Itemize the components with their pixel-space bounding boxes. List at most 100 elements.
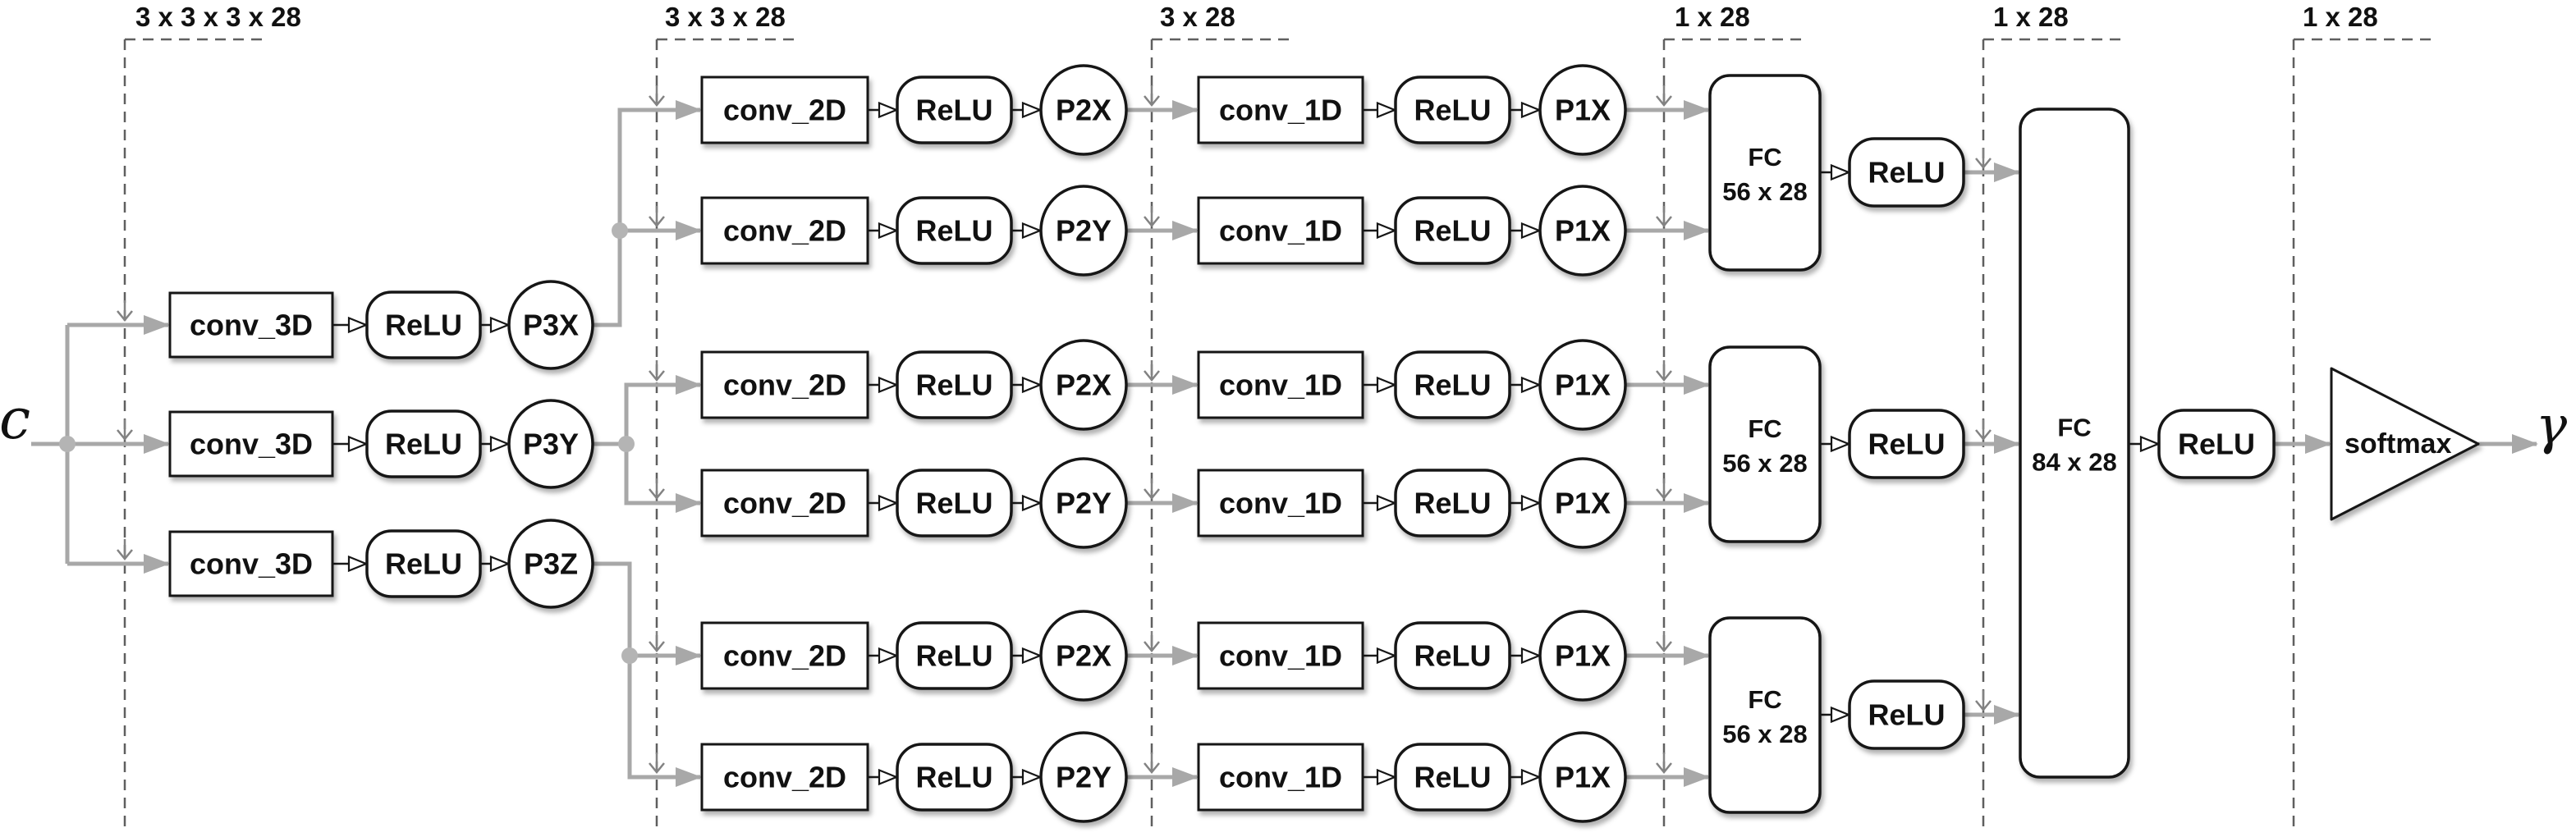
conv-1d-box-1-shape: [1197, 75, 1364, 144]
relu-2d-6-shape: [896, 743, 1013, 812]
softmax-node-shape: [2330, 367, 2480, 521]
relu-3d-1-shape: [365, 290, 482, 359]
fc-56x28-1-shape: [1708, 74, 1822, 272]
conv-1d-box-4-shape: [1197, 469, 1364, 537]
relu-2d-5-label: ReLU: [915, 639, 992, 673]
guide-arrow-icon: [1975, 690, 1992, 711]
pool-p2y-4-label: P2Y: [1056, 487, 1112, 520]
connectors-layer: [31, 100, 2538, 787]
relu-1d-3-label: ReLU: [1414, 368, 1491, 402]
pool-p3x: P3X: [507, 280, 594, 370]
pool-p1x-3-label: P1X: [1555, 368, 1611, 402]
junction-dot: [612, 222, 628, 239]
junction-dot: [618, 436, 635, 452]
relu-3d-3-shape: [365, 529, 482, 598]
relu-2d-1-shape: [896, 75, 1013, 144]
guide-arrow-icon: [1144, 631, 1160, 652]
relu-2d-2-label: ReLU: [915, 214, 992, 248]
relu-2d-5: ReLU: [896, 621, 1013, 690]
pool-p1x-2-label: P1X: [1555, 214, 1611, 248]
relu-2d-2-shape: [896, 196, 1013, 265]
pool-p3z-shape: [507, 519, 594, 609]
relu-2d-1-label: ReLU: [915, 94, 992, 127]
relu-3d-1-label: ReLU: [385, 309, 462, 342]
relu-1d-1: ReLU: [1394, 75, 1511, 144]
fc-56x28-2-shape: [1708, 345, 1822, 543]
pool-p2y-2: P2Y: [1039, 185, 1128, 277]
connector-line: [624, 444, 702, 513]
pool-p2x-3: P2X: [1039, 339, 1128, 431]
softmax-node: softmax: [2330, 367, 2480, 521]
relu-1d-2-label: ReLU: [1414, 214, 1491, 248]
relu-1d-1-shape: [1394, 75, 1511, 144]
pool-p2x-5: P2X: [1039, 610, 1128, 702]
conv-1d-box-1-label: conv_1D: [1219, 94, 1342, 127]
relu-2d-5-shape: [896, 621, 1013, 690]
fc-56x28-3-label: 56 x 28: [1722, 720, 1807, 748]
relu-3d-2: ReLU: [365, 409, 482, 478]
connector-line: [593, 100, 702, 327]
column-dimension-label: 1 x 28: [1675, 2, 1750, 32]
conv-3d-box-1-label: conv_3D: [190, 309, 313, 342]
pool-p2x-3-label: P2X: [1056, 368, 1112, 402]
fc-56x28-1-label: FC: [1748, 143, 1781, 172]
pool-p2y-2-label: P2Y: [1056, 214, 1112, 248]
conv-2d-box-2-shape: [700, 196, 869, 265]
relu-2d-4: ReLU: [896, 469, 1013, 537]
fc-56x28-3-label: FC: [1748, 685, 1781, 714]
guide-arrow-icon: [117, 539, 133, 560]
column-guide-6: 1 x 28: [2292, 2, 2436, 832]
pool-p1x-4-shape: [1538, 457, 1627, 549]
pool-p1x-1-shape: [1538, 64, 1627, 156]
pool-p1x-1-label: P1X: [1555, 94, 1611, 127]
pool-p2x-5-label: P2X: [1056, 639, 1112, 673]
pool-p2x-1-shape: [1039, 64, 1128, 156]
relu-2d-6: ReLU: [896, 743, 1013, 812]
pool-p1x-5-shape: [1538, 610, 1627, 702]
relu-1d-4-label: ReLU: [1414, 487, 1491, 520]
relu-2d-3-label: ReLU: [915, 368, 992, 402]
conv-2d-box-5-label: conv_2D: [723, 639, 846, 673]
pool-p3y: P3Y: [507, 399, 594, 489]
relu-fc56-2: ReLU: [1848, 409, 1965, 479]
pool-p2y-2-shape: [1039, 185, 1128, 277]
relu-fc84: ReLU: [2157, 409, 2276, 479]
conv-2d-box-5-shape: [700, 621, 869, 690]
conv-3d-box-1-shape: [168, 291, 334, 359]
relu-1d-3-shape: [1394, 350, 1511, 419]
pool-p3y-shape: [507, 399, 594, 489]
conv-2d-box-3: conv_2D: [700, 350, 869, 419]
input-symbol-label: c: [0, 387, 30, 452]
fc-56x28-3-shape: [1708, 616, 1822, 814]
conv-3d-box-3-shape: [168, 530, 334, 597]
pool-p2x-1: P2X: [1039, 64, 1128, 156]
conv-1d-box-5: conv_1D: [1197, 621, 1364, 690]
relu-1d-5-label: ReLU: [1414, 639, 1491, 673]
relu-fc56-1-shape: [1848, 137, 1965, 208]
conv-2d-box-6: conv_2D: [700, 743, 869, 812]
pool-p2y-6: P2Y: [1039, 731, 1128, 823]
column-dimension-label: 3 x 3 x 28: [665, 2, 786, 32]
pool-p1x-1: P1X: [1538, 64, 1627, 156]
pool-p1x-4-label: P1X: [1555, 487, 1611, 520]
relu-2d-1: ReLU: [896, 75, 1013, 144]
guide-arrow-icon: [117, 419, 133, 441]
conv-2d-box-2-label: conv_2D: [723, 214, 846, 248]
relu-2d-3: ReLU: [896, 350, 1013, 419]
conv-3d-box-2-shape: [168, 410, 334, 478]
conv-1d-box-2: conv_1D: [1197, 196, 1364, 265]
relu-fc56-3-shape: [1848, 679, 1965, 750]
relu-fc56-2-shape: [1848, 409, 1965, 479]
junction-dot: [621, 647, 638, 664]
pool-p2y-6-label: P2Y: [1056, 761, 1112, 794]
pool-p2y-4-shape: [1039, 457, 1128, 549]
conv-2d-box-1-shape: [700, 75, 869, 144]
connector-line: [593, 561, 702, 787]
relu-3d-1: ReLU: [365, 290, 482, 359]
pool-p1x-2-shape: [1538, 185, 1627, 277]
relu-fc56-2-label: ReLU: [1868, 428, 1945, 461]
